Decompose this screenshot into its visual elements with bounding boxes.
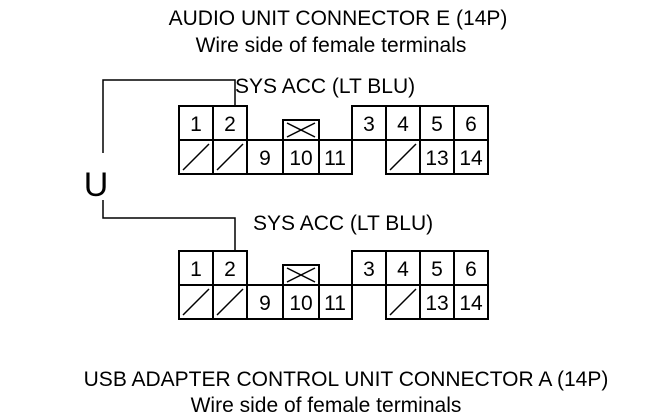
pin-9-label: 9 — [259, 292, 271, 315]
bottom-connector-title: USB ADAPTER CONTROL UNIT CONNECTOR A (14… — [84, 368, 609, 391]
pin-1-label: 1 — [190, 113, 202, 136]
jumper-symbol: U — [84, 166, 109, 204]
pin-13-label: 13 — [425, 292, 448, 315]
pin-3-label: 3 — [363, 113, 375, 136]
pin-4-label: 4 — [397, 113, 409, 136]
pin-10-label: 10 — [289, 292, 312, 315]
bottom-connector-subtitle: Wire side of female terminals — [191, 394, 462, 417]
pin-6-cell — [453, 105, 489, 141]
pin-5-cell — [419, 105, 455, 141]
pin-14-label: 14 — [459, 147, 483, 170]
pin-1-label: 1 — [190, 258, 202, 281]
pin-11-label: 11 — [324, 292, 346, 315]
pin-3-label: 3 — [363, 258, 375, 281]
pin-11-cell — [318, 284, 353, 320]
pin-6-label: 6 — [465, 113, 477, 136]
bottom-connector: 1 2 3 4 5 6 9 10 11 13 14 — [178, 250, 489, 320]
pin-5-label: 5 — [431, 258, 443, 281]
pin-9-label: 9 — [259, 147, 271, 170]
top-wire-label: SYS ACC (LT BLU) — [235, 75, 415, 98]
pin-9-cell — [246, 139, 284, 175]
pin-10-label: 10 — [289, 147, 312, 170]
top-wire-line — [102, 79, 236, 153]
bottom-wire-line — [102, 200, 236, 251]
pin-2-label: 2 — [224, 258, 236, 281]
pin-6-cell — [453, 250, 489, 286]
pin-14-cell — [453, 284, 489, 320]
pin-9-cell — [246, 284, 284, 320]
pin-4-label: 4 — [397, 258, 409, 281]
bottom-wire-label: SYS ACC (LT BLU) — [253, 212, 433, 235]
top-connector: 1 2 3 4 5 6 9 10 11 13 14 — [178, 105, 489, 175]
pin-11-label: 11 — [324, 147, 346, 170]
pin-4-cell — [385, 105, 421, 141]
pin-11-cell — [318, 139, 353, 175]
pin-6-label: 6 — [465, 258, 477, 281]
top-connector-title: AUDIO UNIT CONNECTOR E (14P) — [169, 7, 508, 30]
pin-2-label: 2 — [224, 113, 236, 136]
pin-3-cell — [351, 105, 387, 141]
pin-14-label: 14 — [459, 292, 483, 315]
pin-10-cell — [282, 284, 320, 320]
pin-14-cell — [453, 139, 489, 175]
pin-13-label: 13 — [425, 147, 448, 170]
pin-5-label: 5 — [431, 113, 443, 136]
top-connector-subtitle: Wire side of female terminals — [196, 34, 467, 57]
pin-13-cell — [419, 139, 455, 175]
jumper-wire: U — [84, 79, 236, 251]
